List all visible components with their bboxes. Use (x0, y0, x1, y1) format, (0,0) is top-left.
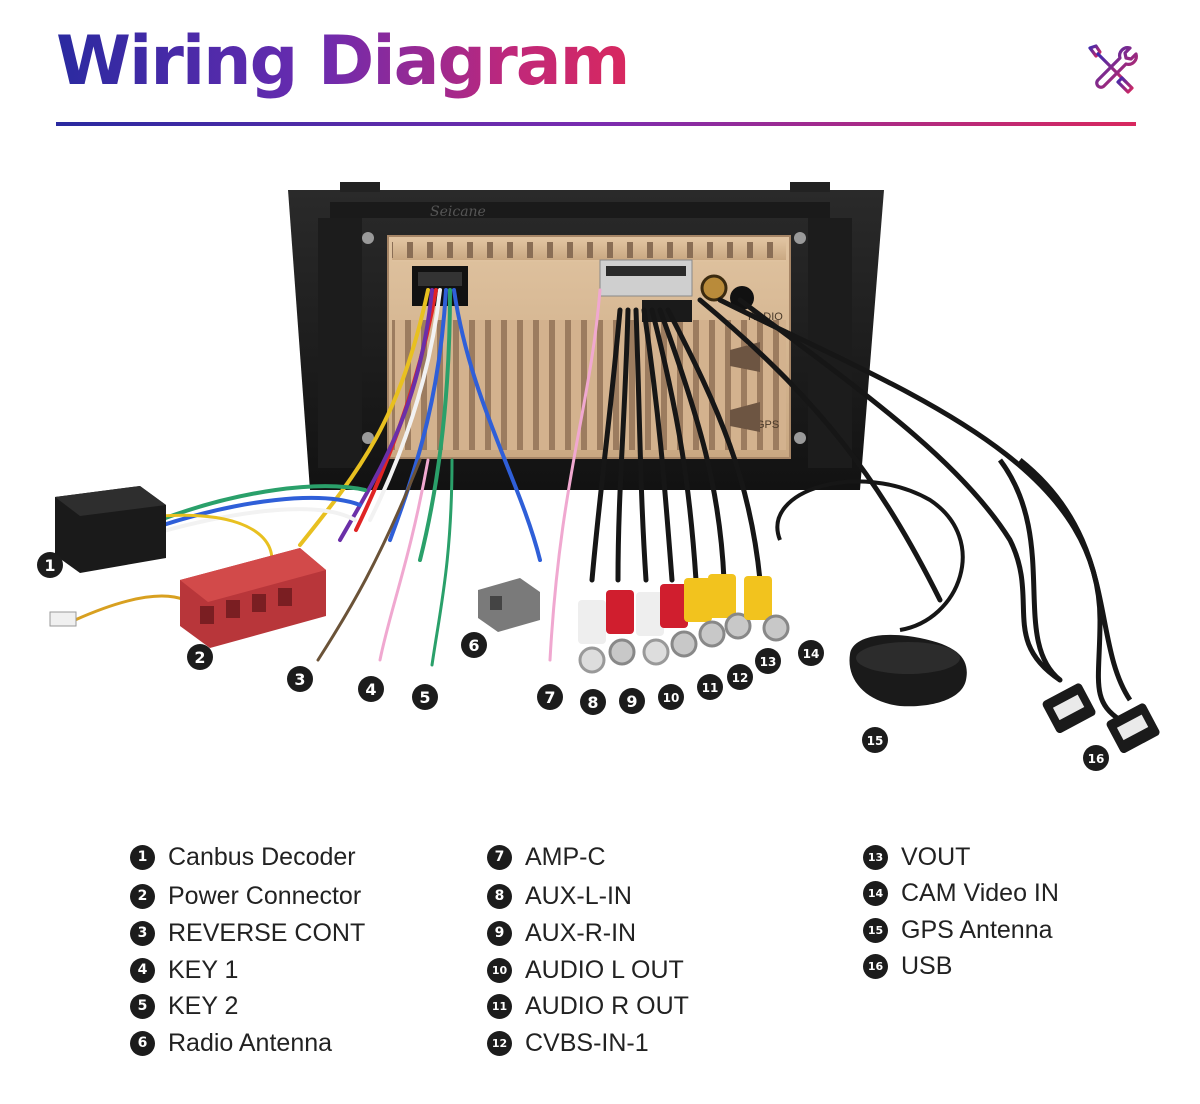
callout-14: 14 (798, 640, 824, 666)
svg-text:15: 15 (867, 734, 884, 748)
callout-markers: 1 2 3 4 5 6 7 8 9 10 11 12 13 14 15 16 (37, 552, 1109, 771)
callout-15: 15 (862, 727, 888, 753)
legend-label: AUDIO R OUT (525, 991, 689, 1020)
callout-6: 6 (461, 632, 487, 658)
legend-item-vout: 13 VOUT (863, 842, 970, 872)
legend-number: 4 (130, 957, 155, 983)
legend-number: 14 (863, 880, 888, 906)
svg-text:3: 3 (294, 670, 305, 689)
legend-number: 7 (487, 844, 512, 870)
callout-7: 7 (537, 684, 563, 710)
legend-number: 6 (130, 1030, 155, 1056)
legend-label: AUDIO L OUT (525, 955, 684, 984)
legend-label: CVBS-IN-1 (525, 1028, 649, 1057)
legend-number: 16 (863, 953, 888, 979)
legend-label: Power Connector (168, 881, 362, 910)
title-underline (56, 122, 1136, 126)
rca-plugs (578, 574, 790, 674)
legend-number: 10 (487, 957, 512, 983)
callout-5: 5 (412, 684, 438, 710)
legend-number: 3 (130, 920, 155, 946)
svg-text:10: 10 (663, 691, 680, 705)
legend-number: 12 (487, 1030, 512, 1056)
page-title: Wiring Diagram (56, 14, 631, 110)
svg-text:7: 7 (544, 688, 555, 707)
callout-2: 2 (187, 644, 213, 670)
legend-number: 5 (130, 993, 155, 1019)
legend-item-amp-c: 7 AMP-C (487, 842, 606, 872)
legend-item-aux-l-in: 8 AUX-L-IN (487, 881, 632, 911)
usb-cables (997, 458, 1160, 754)
callout-9: 9 (619, 688, 645, 714)
svg-text:12: 12 (732, 671, 749, 685)
svg-text:14: 14 (803, 647, 820, 661)
legend-label: AUX-R-IN (525, 918, 637, 947)
power-harness (158, 288, 602, 667)
legend-number: 15 (863, 917, 888, 943)
callout-8: 8 (580, 689, 606, 715)
callout-16: 16 (1083, 745, 1109, 771)
gps-port-label: GPS (756, 419, 779, 431)
legend-item-audio-l-out: 10 AUDIO L OUT (487, 955, 684, 985)
legend-label: VOUT (901, 842, 971, 871)
legend-label: KEY 2 (168, 991, 239, 1020)
tools-icon (1088, 44, 1138, 94)
legend-item-power-connector: 2 Power Connector (130, 881, 361, 911)
callout-1: 1 (37, 552, 63, 578)
legend-number: 2 (130, 883, 155, 909)
legend-item-usb: 16 USB (863, 951, 952, 981)
legend-item-key-2: 5 KEY 2 (130, 991, 238, 1021)
callout-4: 4 (358, 676, 384, 702)
wiring-photo: Seicane RADIO GPS (37, 182, 1160, 771)
legend-item-aux-r-in: 9 AUX-R-IN (487, 918, 636, 948)
legend-item-cvbs-in-1: 12 CVBS-IN-1 (487, 1028, 649, 1058)
legend-number: 11 (487, 993, 512, 1019)
legend-item-canbus-decoder: 1 Canbus Decoder (130, 842, 356, 872)
legend-label: USB (901, 951, 953, 980)
svg-text:9: 9 (626, 692, 637, 711)
legend-item-radio-antenna: 6 Radio Antenna (130, 1028, 332, 1058)
legend-label: Radio Antenna (168, 1028, 333, 1057)
svg-text:6: 6 (468, 636, 479, 655)
brand-mark: Seicane (430, 204, 486, 220)
canbus-decoder (55, 486, 166, 573)
legend-item-gps-antenna: 15 GPS Antenna (863, 915, 1053, 945)
legend-number: 9 (487, 920, 512, 946)
callout-12: 12 (727, 664, 753, 690)
legend-item-reverse-cont: 3 REVERSE CONT (130, 918, 365, 948)
legend-number: 1 (130, 844, 155, 870)
svg-text:11: 11 (702, 681, 719, 695)
svg-text:13: 13 (760, 655, 777, 669)
svg-text:1: 1 (44, 556, 55, 575)
callout-11: 11 (697, 674, 723, 700)
svg-text:16: 16 (1088, 752, 1105, 766)
gps-antenna (775, 479, 967, 707)
svg-text:2: 2 (194, 648, 205, 667)
legend-label: KEY 1 (168, 955, 239, 984)
legend-label: AMP-C (525, 842, 606, 871)
svg-text:8: 8 (587, 693, 598, 712)
power-connector (180, 548, 326, 648)
legend-number: 13 (863, 844, 888, 870)
legend-item-audio-r-out: 11 AUDIO R OUT (487, 991, 689, 1021)
legend-label: AUX-L-IN (525, 881, 632, 910)
radio-antenna-plug (478, 578, 540, 632)
callout-10: 10 (658, 684, 684, 710)
svg-text:5: 5 (419, 688, 430, 707)
rca-cables (589, 297, 1123, 723)
head-unit: Seicane RADIO GPS (288, 182, 884, 490)
callout-13: 13 (755, 648, 781, 674)
legend-item-cam-video-in: 14 CAM Video IN (863, 878, 1059, 908)
callout-3: 3 (287, 666, 313, 692)
legend-label: REVERSE CONT (168, 918, 366, 947)
svg-text:4: 4 (365, 680, 376, 699)
legend-number: 8 (487, 883, 512, 909)
legend-item-key-1: 4 KEY 1 (130, 955, 238, 985)
legend-label: GPS Antenna (901, 915, 1053, 944)
legend-label: CAM Video IN (901, 878, 1059, 907)
legend-label: Canbus Decoder (168, 842, 356, 871)
